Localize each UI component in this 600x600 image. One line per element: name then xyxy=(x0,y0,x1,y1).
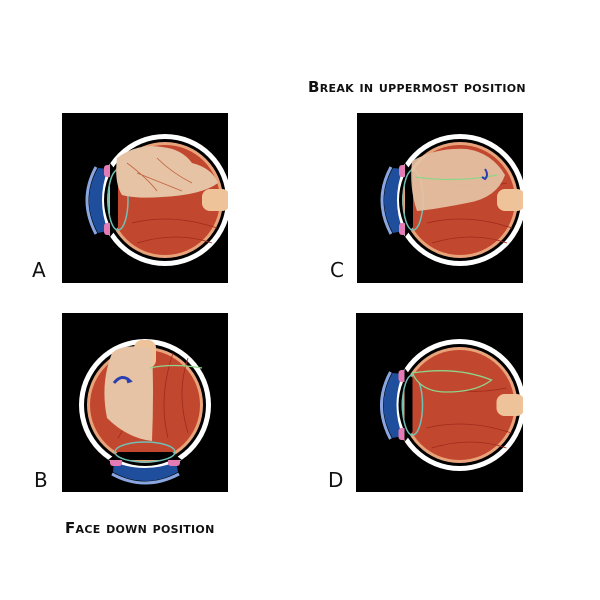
panel-label-c: C xyxy=(330,258,344,282)
panel-b xyxy=(62,313,228,492)
detached-retina xyxy=(116,146,218,198)
caption-face-down: Face down position xyxy=(65,519,215,537)
arrow-icon xyxy=(481,168,488,181)
panel-d xyxy=(356,313,523,492)
panel-label-d: D xyxy=(328,468,344,492)
eye-diagram-a xyxy=(85,132,228,268)
panel-label-a: A xyxy=(32,258,46,282)
detached-retina xyxy=(104,346,153,441)
eye-diagram-d xyxy=(380,337,523,473)
eye-diagram-c xyxy=(380,132,523,268)
arrow-icon xyxy=(112,376,133,384)
caption-break-uppermost: Break in uppermost position xyxy=(308,78,526,96)
eye-diagram-b xyxy=(77,337,213,485)
panel-c xyxy=(357,113,523,283)
panel-label-b: B xyxy=(34,468,48,492)
panel-a xyxy=(62,113,228,283)
